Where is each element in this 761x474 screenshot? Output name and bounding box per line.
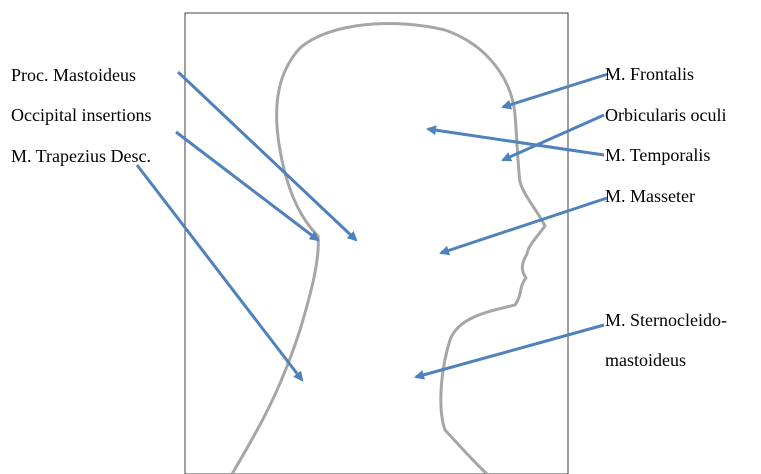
label-m-temporalis: M. Temporalis bbox=[605, 145, 710, 165]
label-m-trapezius-desc: M. Trapezius Desc. bbox=[11, 146, 151, 166]
label-occipital-insertions: Occipital insertions bbox=[11, 105, 151, 125]
label-m-sternocleido-line2: mastoideus bbox=[605, 350, 686, 370]
label-m-masseter: M. Masseter bbox=[605, 186, 695, 206]
label-m-sternocleido-line1: M. Sternocleido- bbox=[605, 310, 727, 330]
label-proc-mastoideus: Proc. Mastoideus bbox=[11, 65, 136, 85]
label-orbicularis-oculi: Orbicularis oculi bbox=[605, 105, 726, 125]
image-frame bbox=[185, 13, 568, 474]
label-m-frontalis: M. Frontalis bbox=[605, 64, 694, 84]
